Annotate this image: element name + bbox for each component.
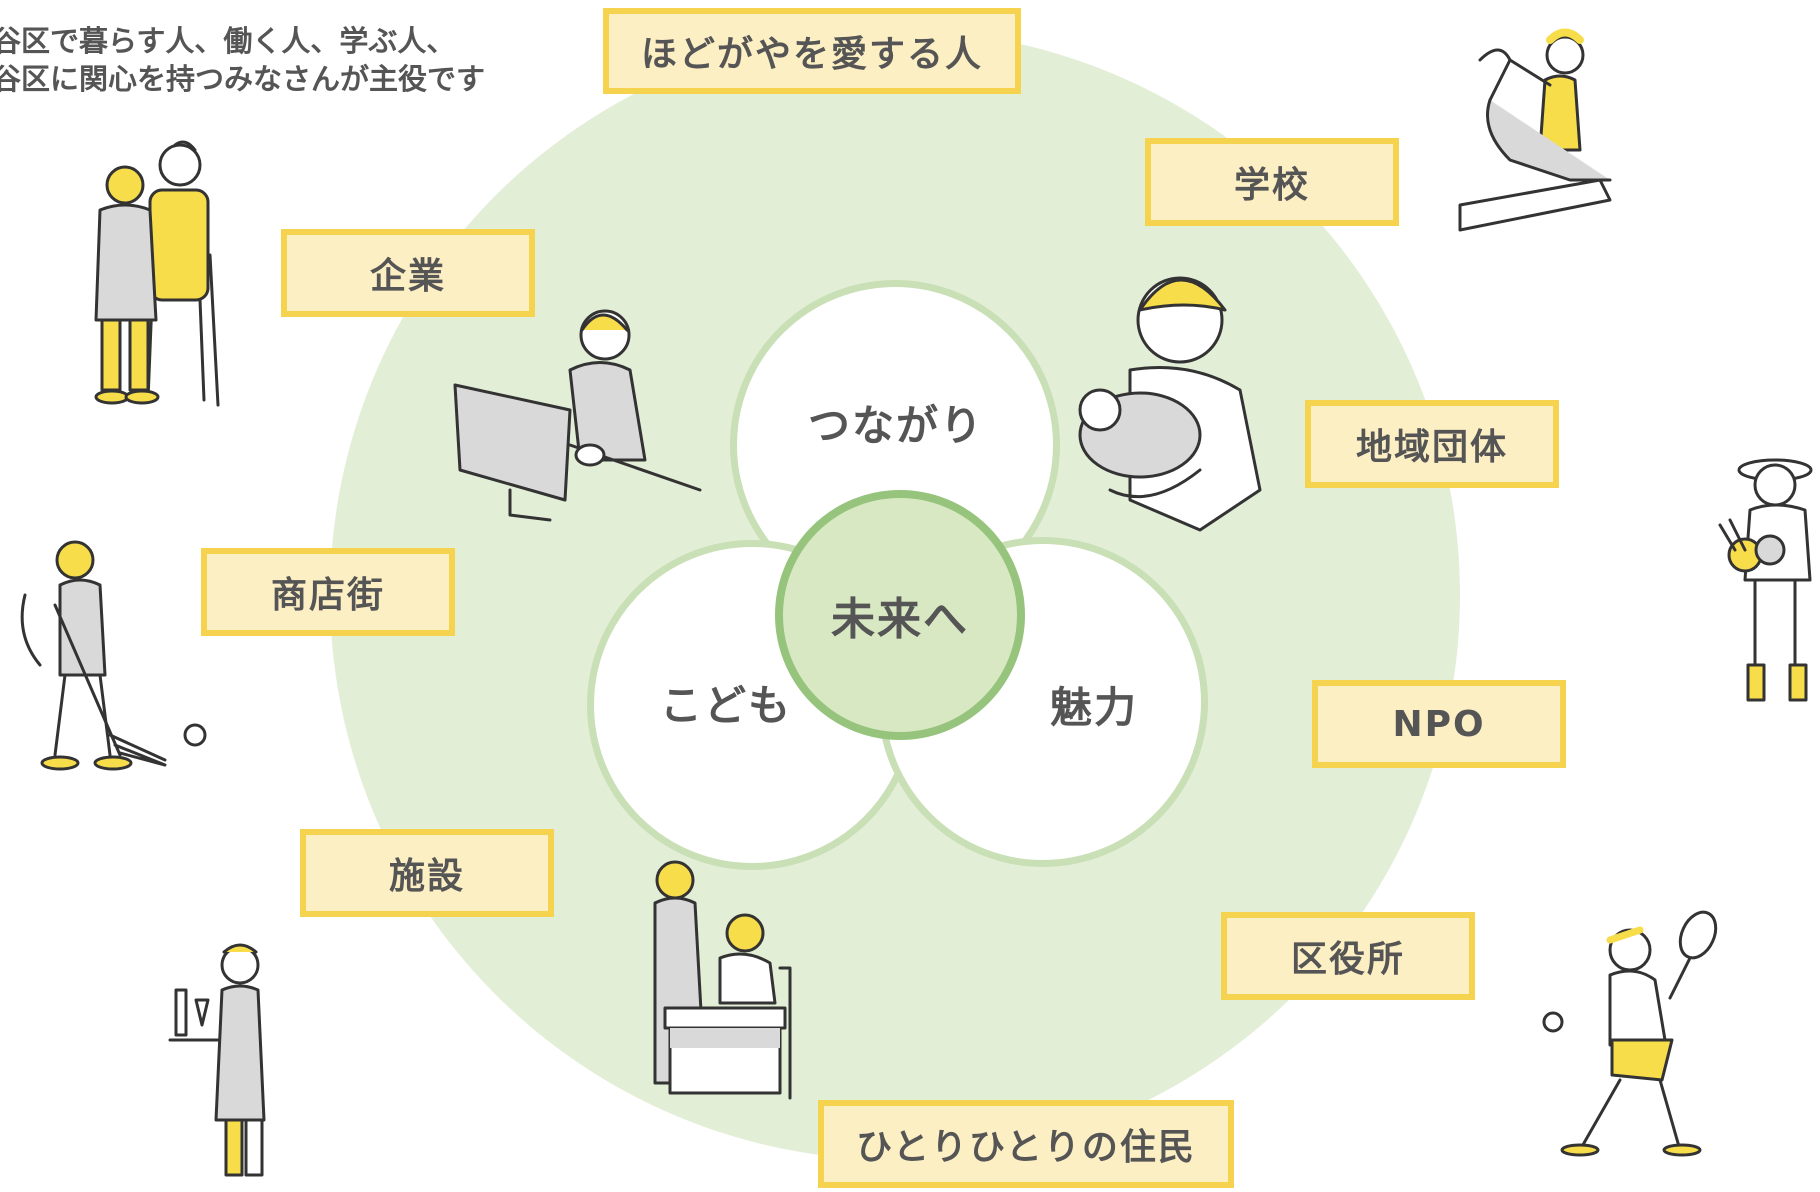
intro-text: 谷区で暮らす人、働く人、学ぶ人、 谷区に関心を持つみなさんが主役です xyxy=(0,22,485,98)
tag-npo: NPO xyxy=(1312,680,1566,768)
elderly-couple-icon xyxy=(94,140,220,407)
intro-line-1: 谷区で暮らす人、働く人、学ぶ人、 xyxy=(0,24,456,58)
label-tsunagari: つながり xyxy=(808,401,985,450)
sweeping-man-icon xyxy=(20,540,207,771)
father-baby-icon xyxy=(1078,276,1262,532)
waiter-icon xyxy=(168,943,266,1177)
tag-hodogaya-lovers: ほどがやを愛する人 xyxy=(603,8,1021,94)
tag-residents: ひとりひとりの住民 xyxy=(818,1100,1234,1188)
tag-company: 企業 xyxy=(281,229,535,317)
intro-line-2: 谷区に関心を持つみなさんが主役です xyxy=(0,62,486,96)
tennis-player-icon xyxy=(1542,910,1718,1157)
tag-shopping-street: 商店街 xyxy=(201,548,455,636)
tag-facilities: 施設 xyxy=(300,829,554,917)
tag-ward-office: 区役所 xyxy=(1221,912,1475,1000)
label-kodomo: こども xyxy=(660,681,793,730)
farmer-vegetables-icon xyxy=(1718,458,1813,702)
tag-community-groups: 地域団体 xyxy=(1305,400,1559,488)
office-worker-icon xyxy=(453,309,702,522)
yoga-woman-icon xyxy=(1458,28,1612,232)
center-circle: 未来へ xyxy=(775,490,1025,740)
label-miryoku: 魅力 xyxy=(1050,683,1139,732)
label-mirai: 未来へ xyxy=(831,594,969,645)
teacher-student-icon xyxy=(653,860,792,1100)
tag-school: 学校 xyxy=(1145,138,1399,226)
